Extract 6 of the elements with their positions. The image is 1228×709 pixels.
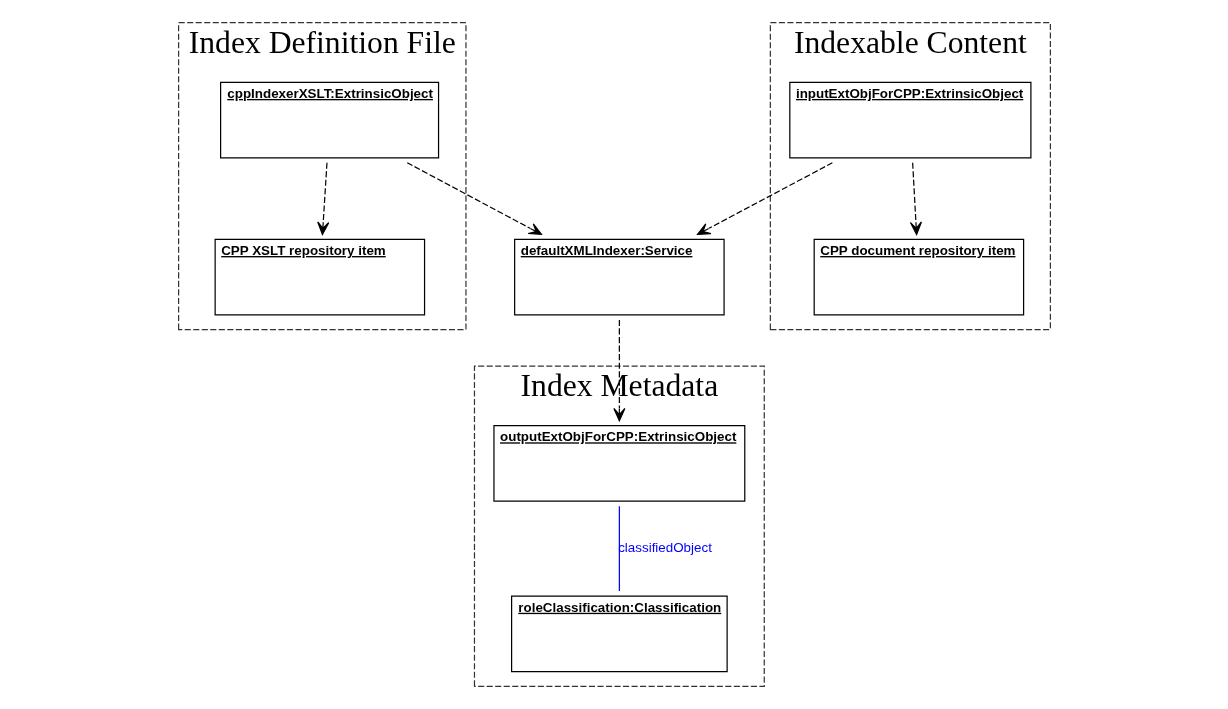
arrow <box>316 162 329 235</box>
connector <box>618 505 620 592</box>
arrow <box>696 162 833 235</box>
arrow <box>612 319 625 422</box>
arrow <box>406 162 542 235</box>
arrow <box>909 162 922 235</box>
